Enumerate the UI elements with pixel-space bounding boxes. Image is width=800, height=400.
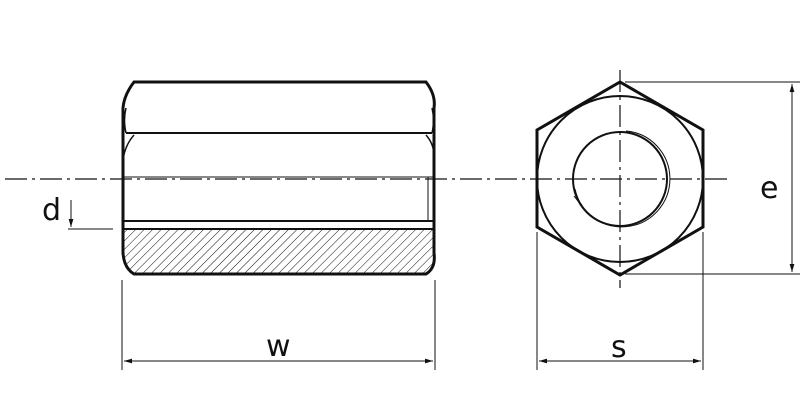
dimension-w: w bbox=[121, 280, 436, 370]
thread-arc-inner bbox=[573, 195, 583, 206]
dimension-s: s bbox=[536, 232, 704, 370]
thread-arc bbox=[574, 130, 671, 228]
dimension-d: d bbox=[42, 193, 113, 230]
front-view bbox=[535, 70, 705, 288]
dimension-e: e bbox=[625, 81, 800, 275]
dimension-w-label: w bbox=[266, 329, 291, 364]
side-view-hatched-section bbox=[122, 228, 436, 275]
dimension-s-label: s bbox=[611, 330, 627, 365]
side-view-chamfer-right bbox=[425, 134, 435, 161]
side-view-chamfer-left bbox=[122, 134, 135, 161]
side-view bbox=[121, 80, 436, 276]
dimension-e-label: e bbox=[760, 171, 778, 206]
dimension-d-label: d bbox=[42, 193, 61, 228]
side-view-flat-edge-curve bbox=[123, 107, 435, 134]
